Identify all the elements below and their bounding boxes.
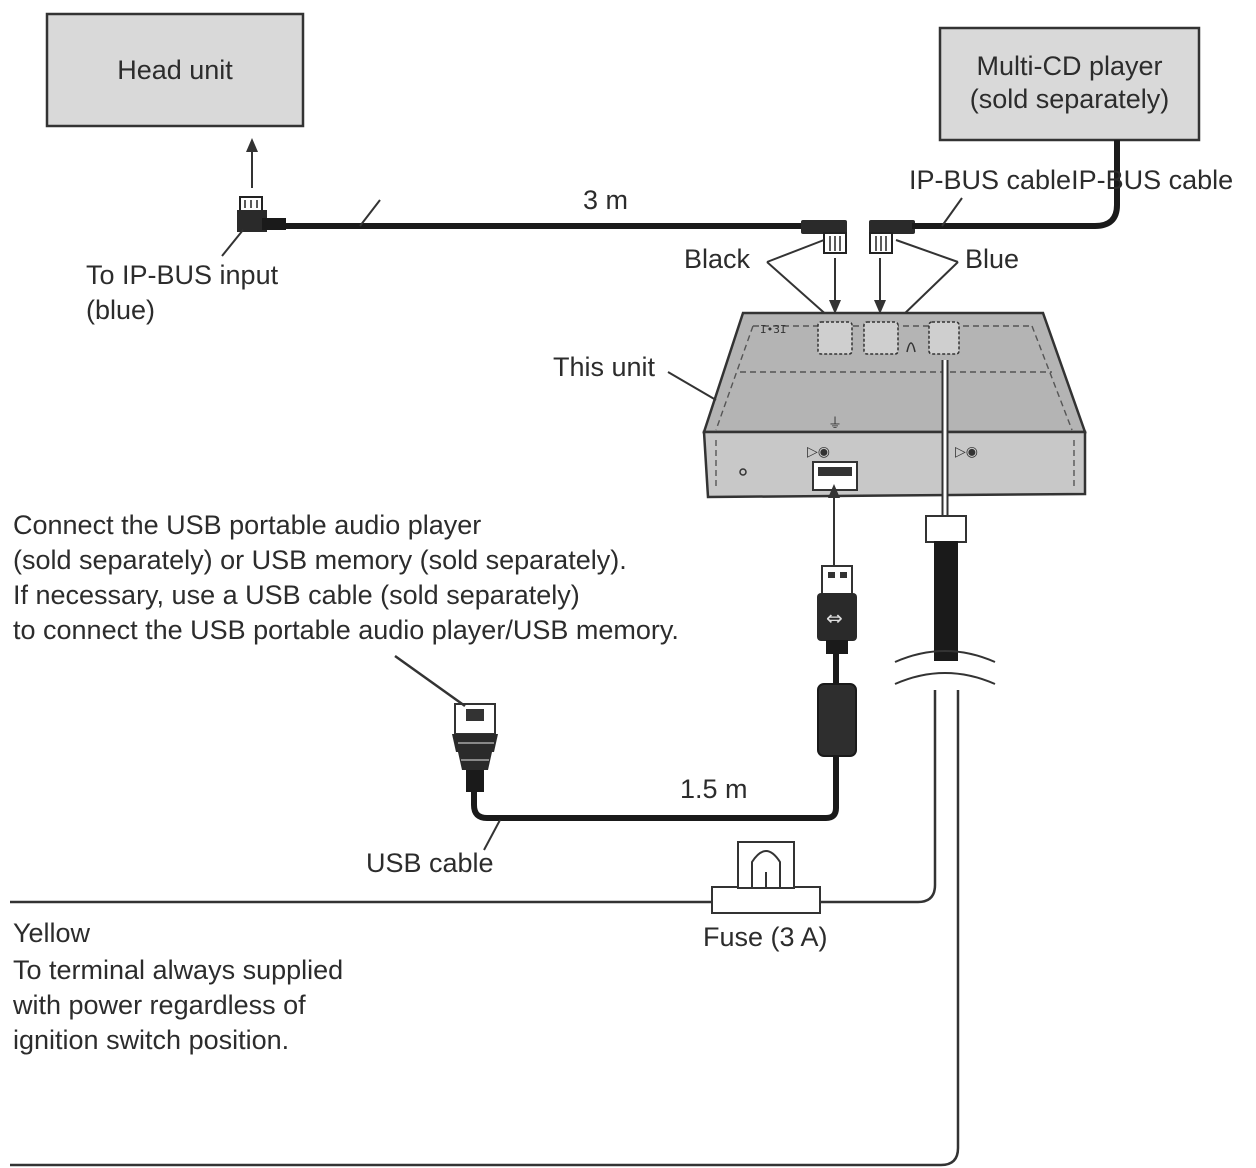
multi-cd-ip-bus-cable bbox=[912, 140, 1120, 229]
yellow-wire bbox=[10, 690, 937, 904]
multi-cd-player-box bbox=[938, 26, 1201, 142]
blue-pointer-lines bbox=[895, 239, 959, 319]
this-unit-device: I•3I ⏚ ▷◉ ▷◉ bbox=[702, 311, 1087, 499]
ip-bus-cable-label: IP-BUS cableIP-BUS cable bbox=[909, 165, 1234, 195]
length-1-5m-label: 1.5 m bbox=[680, 774, 748, 804]
power-note-line3: ignition switch position. bbox=[13, 1025, 290, 1055]
ground-wire bbox=[10, 690, 960, 1167]
multi-cd-line2: (sold separately) bbox=[969, 84, 1170, 114]
blue-connector bbox=[869, 220, 915, 254]
head-unit-label: Head unit bbox=[117, 55, 233, 85]
arrow-to-head-unit bbox=[246, 138, 258, 188]
usb-note-line4: to connect the USB portable audio player… bbox=[13, 615, 679, 645]
ip-bus-input-label: To IP-BUS input (blue) bbox=[86, 258, 278, 328]
arrow-usb-to-unit bbox=[828, 484, 840, 565]
usb-socket-end bbox=[452, 703, 498, 792]
arrow-black-to-unit bbox=[829, 258, 841, 314]
power-note-line1: To terminal always supplied bbox=[13, 955, 344, 985]
this-unit-leader bbox=[667, 371, 717, 401]
ip-bus-input-leader bbox=[221, 229, 244, 257]
ip-bus-input-connector bbox=[237, 196, 286, 232]
usb-note-line3: If necessary, use a USB cable (sold sepa… bbox=[13, 580, 580, 610]
black-connector bbox=[801, 220, 847, 254]
this-unit-label: This unit bbox=[553, 352, 656, 382]
ip-bus-cable-tick bbox=[359, 199, 381, 227]
usb-note-line2: (sold separately) or USB memory (sold se… bbox=[13, 545, 627, 575]
svg-text:⏚: ⏚ bbox=[828, 416, 842, 432]
power-note: To terminal always supplied with power r… bbox=[13, 953, 343, 1058]
usb-cable-tick bbox=[483, 819, 501, 851]
svg-text:I•3I: I•3I bbox=[760, 323, 787, 336]
usb-plug: ⇔ bbox=[817, 565, 857, 654]
fuse-label: Fuse (3 A) bbox=[703, 922, 828, 952]
fuse-3a bbox=[711, 841, 821, 914]
usb-note-leader bbox=[394, 654, 466, 708]
ip-bus-input-line2: (blue) bbox=[86, 295, 156, 325]
blue-label: Blue bbox=[965, 244, 1020, 274]
power-lead bbox=[894, 360, 996, 685]
head-unit-box bbox=[45, 12, 305, 128]
multi-cd-line1: Multi-CD player bbox=[976, 51, 1163, 81]
usb-note: Connect the USB portable audio player (s… bbox=[13, 508, 679, 648]
svg-text:▷◉: ▷◉ bbox=[807, 444, 830, 460]
arrow-blue-to-unit bbox=[874, 258, 886, 314]
power-note-line2: with power regardless of bbox=[13, 990, 306, 1020]
multi-cd-cable-tick bbox=[941, 197, 963, 227]
length-3m-label: 3 m bbox=[583, 185, 629, 215]
multi-cd-player-label: Multi-CD player (sold separately) bbox=[940, 50, 1199, 116]
usb-cable-label: USB cable bbox=[366, 848, 494, 878]
svg-text:▷◉: ▷◉ bbox=[955, 444, 978, 460]
usb-note-line1: Connect the USB portable audio player bbox=[13, 510, 482, 540]
black-label: Black bbox=[684, 244, 751, 274]
yellow-label: Yellow bbox=[13, 918, 91, 948]
ip-bus-input-line1: To IP-BUS input bbox=[86, 260, 279, 290]
svg-text:⇔: ⇔ bbox=[826, 606, 843, 630]
usb-cable-1-5m bbox=[471, 652, 839, 821]
black-pointer-lines bbox=[766, 239, 831, 319]
usb-ferrite-core bbox=[817, 683, 857, 757]
